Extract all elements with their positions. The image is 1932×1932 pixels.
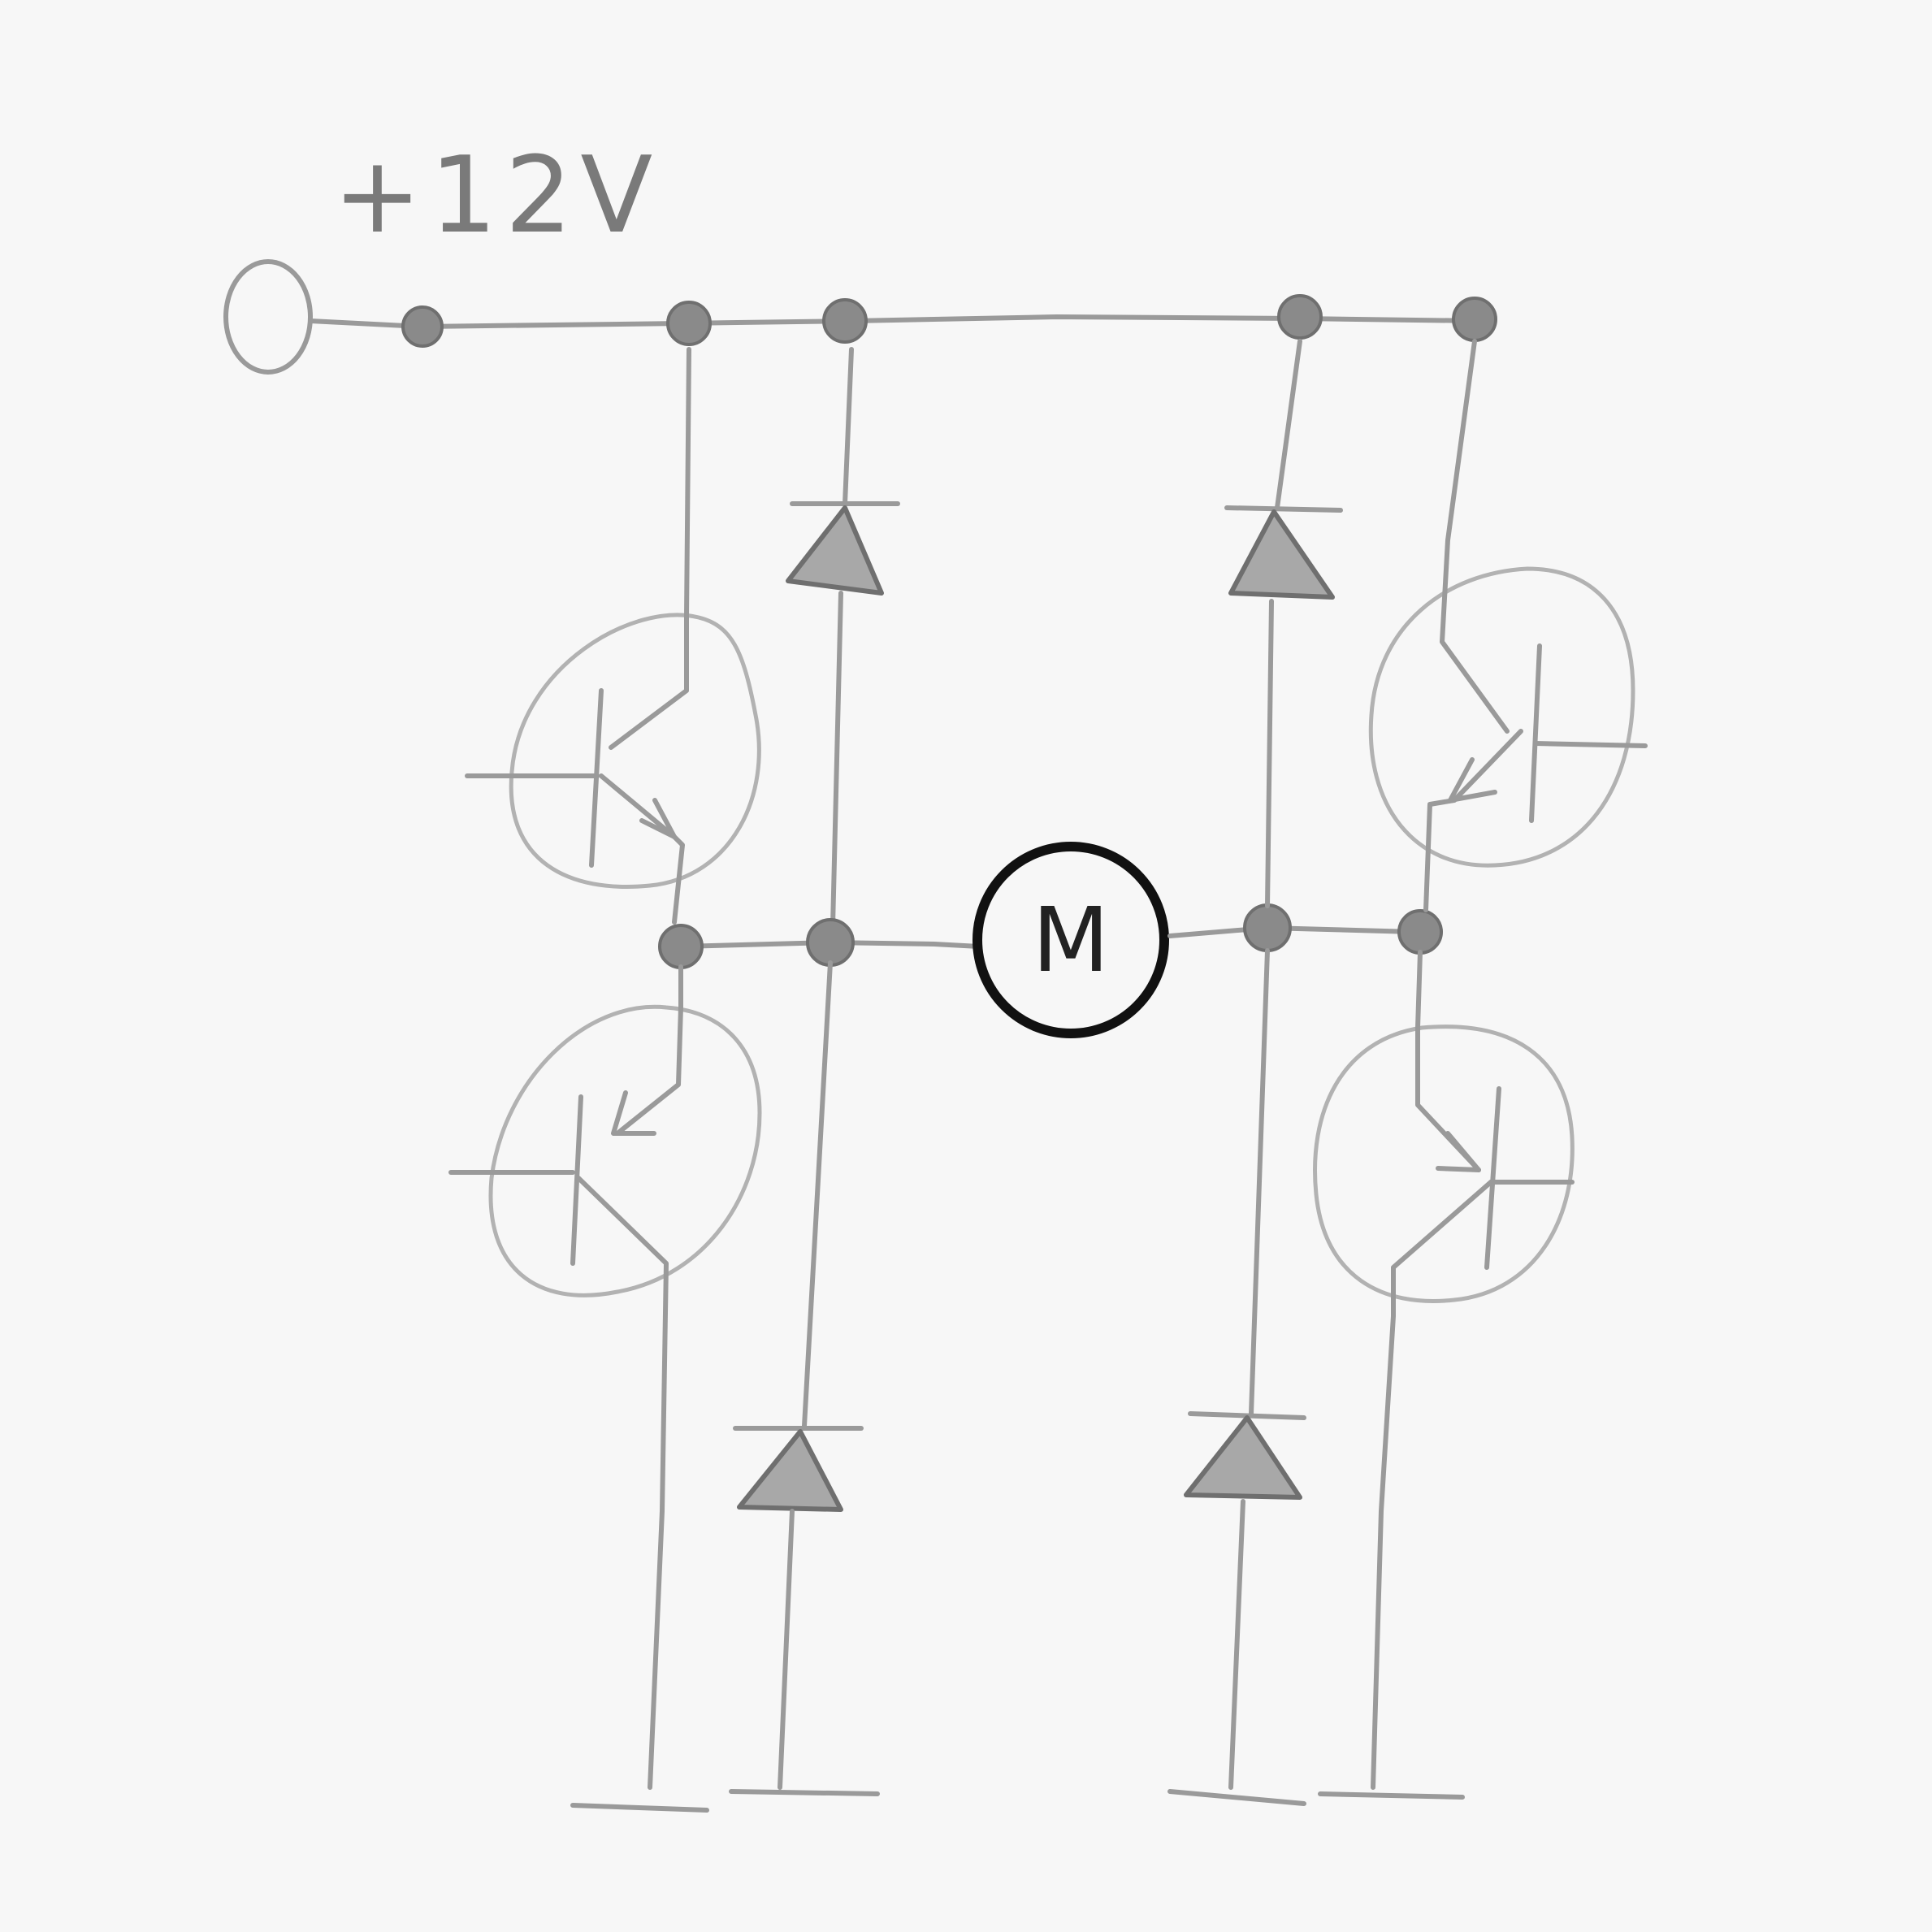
motor-label: M <box>1033 888 1110 992</box>
ground-symbol <box>1318 1791 1465 1800</box>
motor-symbol <box>972 842 1169 1038</box>
ground-symbol <box>570 1803 709 1813</box>
right-high-side-transistor <box>1368 339 1648 912</box>
right-motor-wire <box>1167 925 1416 938</box>
junction-dot <box>1397 909 1443 955</box>
left-low-side-transistor <box>448 964 762 1813</box>
junction-dot <box>1277 294 1323 340</box>
junction-dot <box>1243 903 1292 952</box>
junction-dot <box>666 301 712 346</box>
junction-dot <box>806 918 855 967</box>
right-low-side-diode <box>1167 948 1306 1806</box>
junction-dot <box>822 298 868 344</box>
right-high-side-diode <box>1224 339 1343 908</box>
motor: M <box>972 842 1169 1038</box>
junction-dot <box>658 924 704 969</box>
junction-dot <box>401 305 444 348</box>
left-high-side-transistor <box>465 347 761 925</box>
junction-dot <box>1452 297 1497 342</box>
left-low-side-diode <box>729 960 880 1796</box>
right-low-side-transistor <box>1313 950 1575 1800</box>
ground-symbol <box>1167 1789 1306 1806</box>
supply-terminal <box>223 259 313 375</box>
supply-voltage-label: +12V <box>333 133 661 257</box>
left-high-side-diode <box>786 347 900 929</box>
rail-junctions <box>401 294 1497 348</box>
left-motor-wire <box>678 940 981 949</box>
ground-symbol <box>729 1789 880 1796</box>
